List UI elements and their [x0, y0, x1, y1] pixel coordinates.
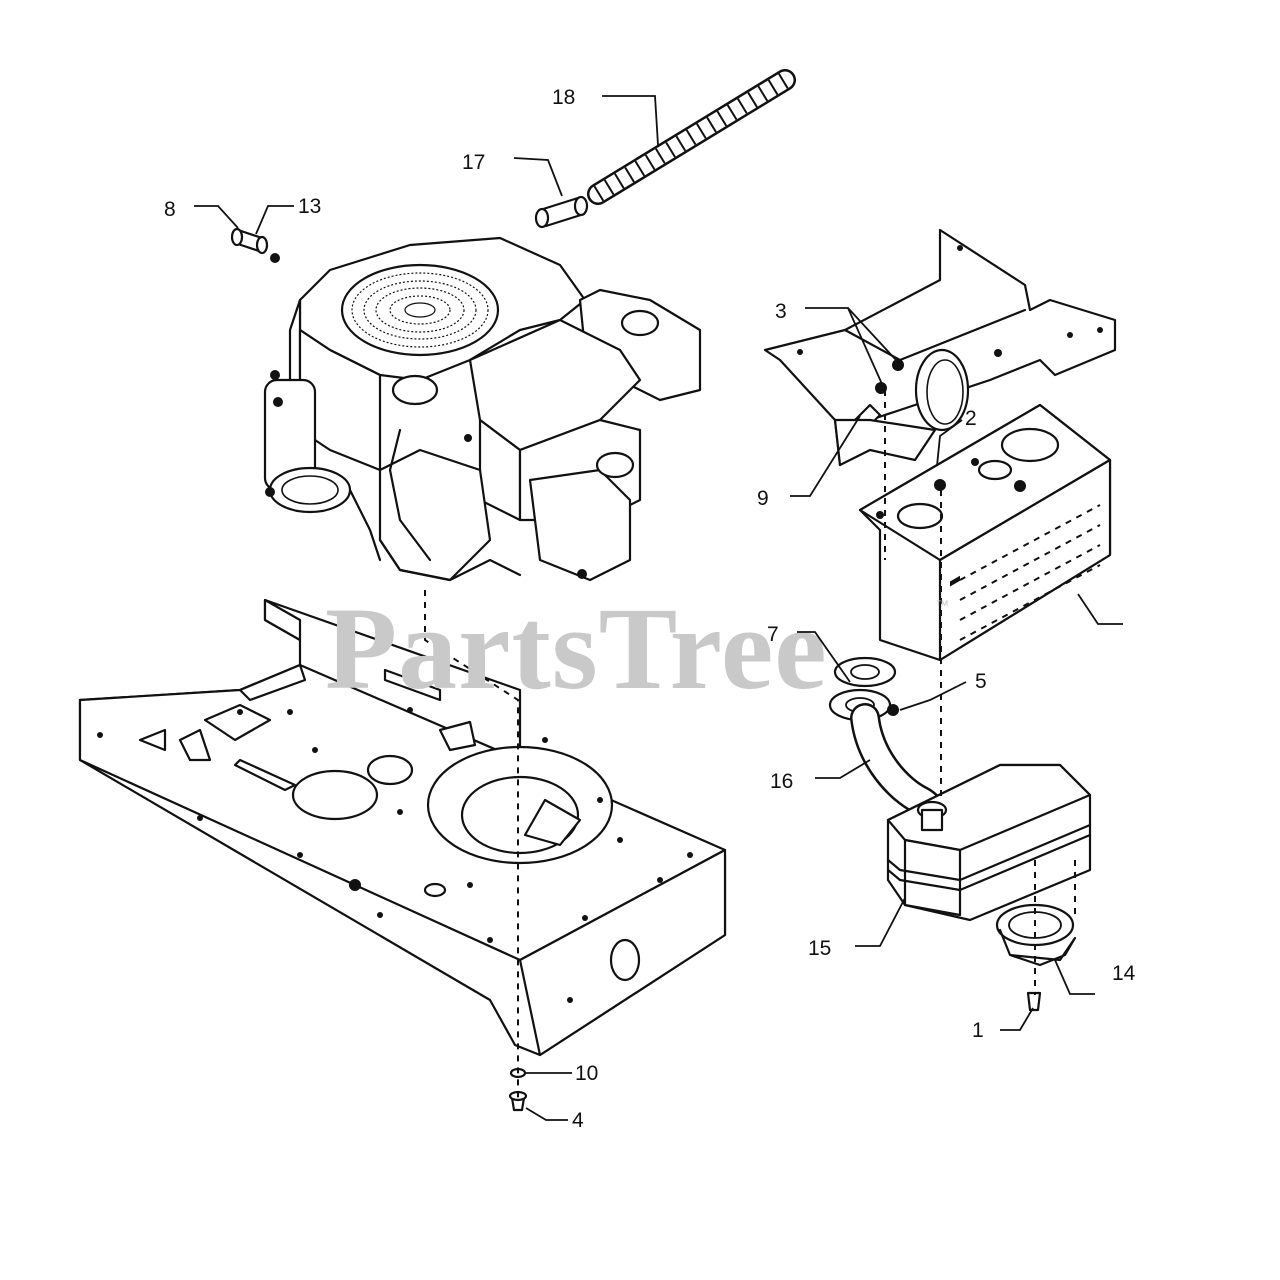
- callout-9: 9: [757, 487, 769, 510]
- muffler-guard: [858, 403, 1112, 662]
- callout-1: 1: [972, 1019, 984, 1042]
- engine: [263, 236, 702, 582]
- callout-12: 13: [298, 195, 321, 218]
- callout-8: 8: [164, 198, 176, 221]
- callout-2: 2: [965, 407, 977, 430]
- fitting-8-12: [230, 227, 280, 263]
- assembly-lines: [424, 390, 1076, 1100]
- callout-10: 10: [575, 1062, 598, 1085]
- callout-14: 15: [808, 937, 831, 960]
- callout-15: 16: [770, 770, 793, 793]
- watermark-trademark: ™: [935, 597, 949, 613]
- leader-lines: [194, 95, 1123, 1121]
- watermark: PartsTree ™: [325, 583, 949, 714]
- callout-4: 4: [572, 1109, 584, 1132]
- fasteners-4-10: [508, 1067, 528, 1112]
- callout-17: 18: [552, 86, 575, 109]
- callout-3: 3: [775, 300, 787, 323]
- callout-5: 5: [975, 670, 987, 693]
- callouts: 18 17 8 13 3 2 9 7 5 16 15 14 1 10 4: [164, 86, 1136, 1132]
- fitting-16: [534, 195, 589, 229]
- callout-16: 17: [462, 151, 485, 174]
- callout-7: 7: [767, 623, 779, 646]
- watermark-text: PartsTree: [325, 583, 828, 714]
- muffler: [886, 763, 1092, 922]
- frame-plate: [78, 598, 727, 1057]
- callout-13: 14: [1112, 962, 1136, 985]
- hose-17: [587, 69, 796, 205]
